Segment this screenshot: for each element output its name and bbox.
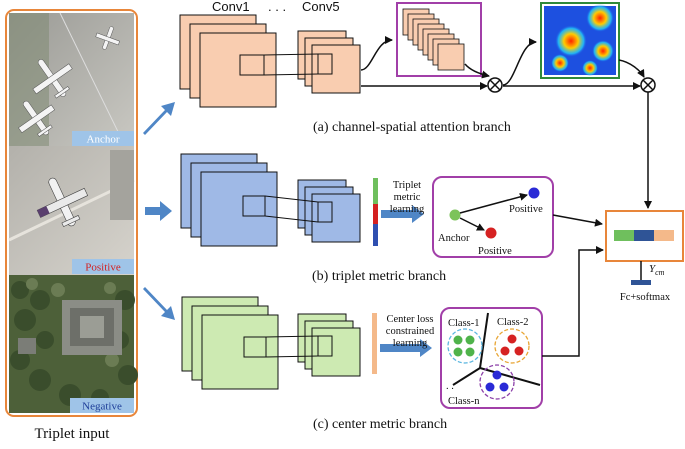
class-1-label: Class-1 <box>448 318 480 329</box>
branch-b-learning-arrow <box>381 205 424 223</box>
anchor-point <box>449 209 461 221</box>
branch-c-kernel <box>243 336 267 358</box>
embedding-anchor-label: Anchor <box>438 233 470 244</box>
embedding-positive-top-label: Positive <box>509 204 543 215</box>
branch-b-feature-vector <box>373 178 378 246</box>
triplet-input-caption: Triplet input <box>35 426 111 442</box>
channel-attention-box <box>396 2 482 77</box>
positive-plane-icon <box>36 177 89 228</box>
branch-c: Center loss constrained learning Class-1 <box>181 246 604 432</box>
positive-image: Positive <box>8 146 135 275</box>
arrow-to-branch-b <box>145 201 172 221</box>
ycm-label: Ycm <box>649 263 665 277</box>
center-clusters-box <box>440 307 543 409</box>
negative-label: Negative <box>82 401 122 413</box>
branch-b-conv1-stack <box>180 153 278 247</box>
branch-c-conv1-stack <box>181 296 279 390</box>
triplet-learning-line2: metric <box>394 192 421 203</box>
branch-a: Conv1 . . . Conv5 <box>179 0 656 209</box>
branch-a-kernel <box>239 54 265 76</box>
anchor-image: Anchor <box>9 12 134 147</box>
triplet-input-panel: Anchor Positive <box>5 9 138 442</box>
conv-dots: . . . <box>268 0 286 14</box>
center-learning-line1: Center loss <box>387 314 434 325</box>
class-1-cluster <box>447 328 483 364</box>
class-2-label: Class-2 <box>497 317 529 328</box>
class-boundary-1 <box>479 312 489 369</box>
class-boundary-3 <box>479 367 541 386</box>
center-learning-line3: learning <box>393 338 428 349</box>
input-arrows <box>143 102 175 320</box>
fusion-output: Ycm Fc+softmax <box>605 210 684 303</box>
channel-feature-stack <box>402 8 465 71</box>
branch-b-caption: (b) triplet metric branch <box>312 269 446 284</box>
class-boundary-2 <box>452 367 481 386</box>
anchor-label-box <box>72 131 134 146</box>
conv1-label: Conv1 <box>212 0 250 14</box>
conv5-label: Conv5 <box>302 0 340 14</box>
spatial-attention-box <box>540 2 620 79</box>
branch-a-conv5-stack <box>297 30 361 94</box>
arrow-to-branch-c <box>143 287 175 320</box>
branch-b-kernel <box>242 195 266 217</box>
triplet-embedding-box <box>432 176 554 258</box>
embedding-positive-bottom-label: Positive <box>478 246 512 257</box>
class-2-cluster <box>494 328 530 364</box>
branch-b-conv5-stack <box>297 179 361 243</box>
branch-c-feature-vector <box>372 313 377 374</box>
positive-label: Positive <box>85 262 121 274</box>
branch-a-conv1-stack <box>179 14 277 108</box>
branch-b: Triplet metric learning Anchor Positive … <box>180 153 603 284</box>
class-n-label: Class-n <box>448 396 480 407</box>
positive-label-box <box>72 259 134 274</box>
fc-softmax-label: Fc+softmax <box>620 292 671 303</box>
triplet-learning-line1: Triplet <box>393 180 421 191</box>
negative-image: Negative <box>9 275 138 413</box>
class-dots: . . <box>446 381 454 392</box>
negative-label-box <box>70 398 134 413</box>
branch-c-learning-arrow <box>380 339 432 357</box>
branch-a-caption: (a) channel-spatial attention branch <box>313 120 511 135</box>
triplet-learning-line3: learning <box>390 204 425 215</box>
positive-point-bottom <box>485 227 497 239</box>
branch-c-conv5-stack <box>297 313 361 377</box>
fc-layer-bar <box>631 280 651 285</box>
center-learning-line2: constrained <box>386 326 435 337</box>
positive-point-top <box>528 187 540 199</box>
class-n-cluster <box>479 364 515 400</box>
branch-c-caption: (c) center metric branch <box>313 417 447 432</box>
anchor-label: Anchor <box>87 134 120 146</box>
arrow-to-branch-a <box>143 102 175 135</box>
spatial-heatmap <box>544 4 616 76</box>
